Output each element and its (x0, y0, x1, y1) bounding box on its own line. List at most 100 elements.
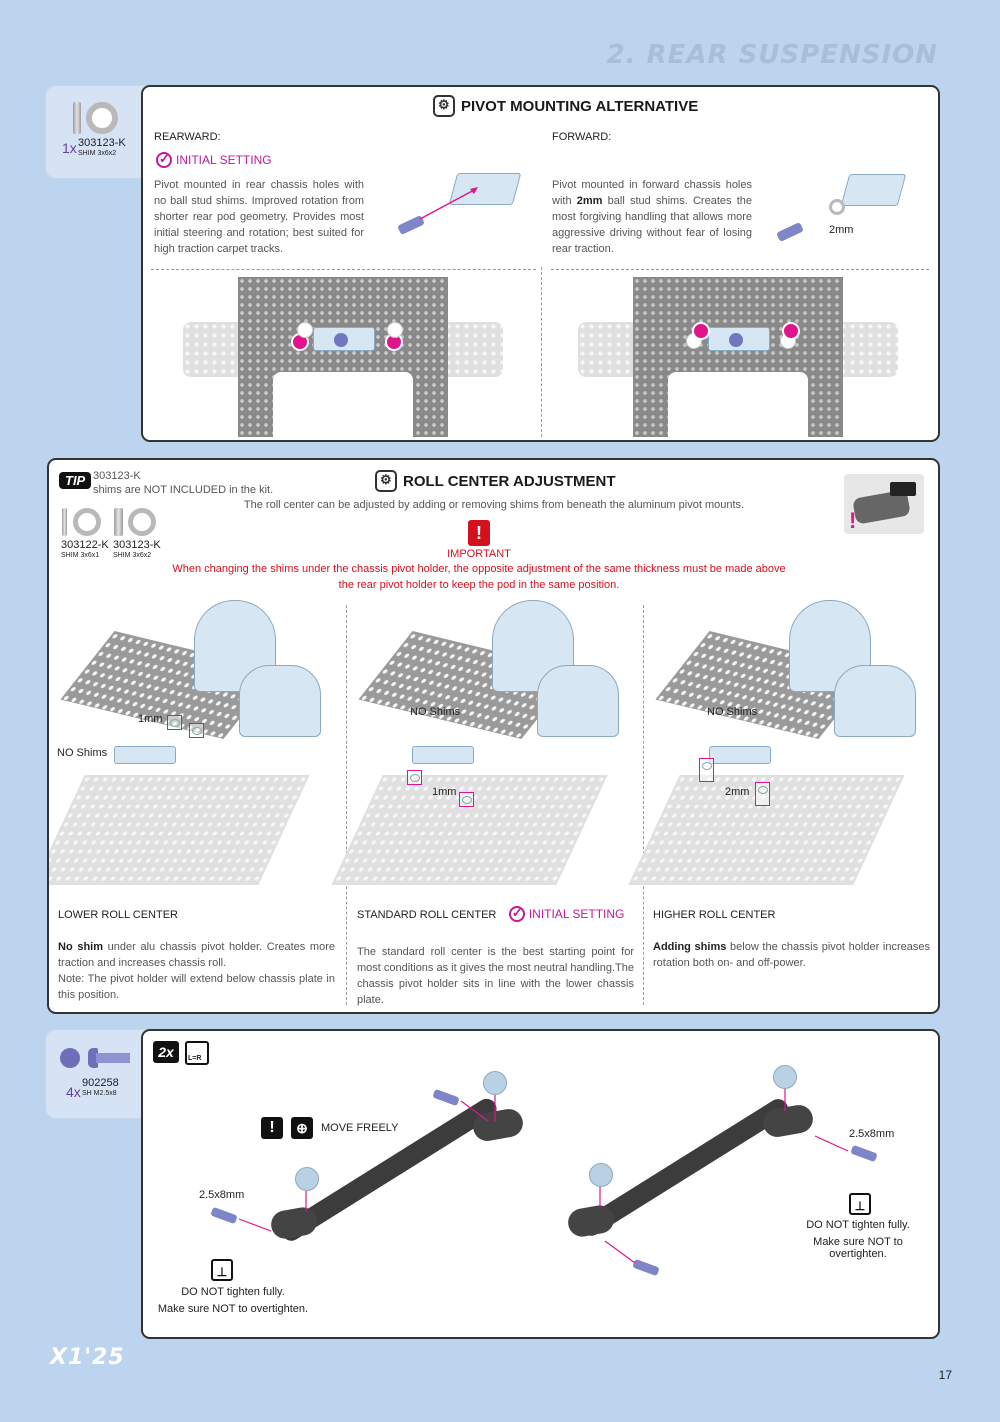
pivot-title: PIVOT MOUNTING ALTERNATIVE (461, 97, 699, 115)
washer-side-icon (114, 508, 123, 536)
lr-label: L=R (188, 1055, 202, 1062)
pivot-holder (709, 746, 771, 764)
hole-marker-active (782, 322, 800, 340)
initial-setting-label: INITIAL SETTING (176, 152, 272, 167)
washer-side-icon (73, 102, 81, 134)
tip-text: shims are NOT INCLUDED in the kit. (93, 484, 274, 496)
tip-code: 303123-K (93, 470, 141, 482)
forward-pivot-drawing: 2mm (773, 169, 923, 249)
chassis-cutout (668, 372, 808, 440)
shim-size-label: 2mm (829, 224, 854, 236)
shim-number: 303123-K (113, 539, 161, 551)
ball-stud-icon: ⊕ (291, 1117, 313, 1139)
important-line-1: When changing the shims under the chassi… (172, 563, 786, 575)
shim-washer (829, 199, 845, 215)
lower-roll-center-title: LOWER ROLL CENTER (58, 909, 179, 921)
standard-roll-center-heading: STANDARD ROLL CENTER INITIAL SETTING (357, 905, 624, 923)
warning-icon: ! (849, 508, 857, 533)
shim-number: 303122-K (61, 539, 109, 551)
quantity-badge: 2x (153, 1041, 179, 1063)
motor-mount (834, 665, 916, 737)
higher-roll-center-text: Adding shims below the chassis pivot hol… (653, 939, 930, 971)
screw-side-icon (88, 1048, 98, 1068)
check-icon (156, 151, 172, 168)
shim-marker (189, 723, 204, 738)
divider (346, 605, 347, 1005)
rod-end-left (565, 1203, 617, 1239)
ball-stud-top (729, 333, 743, 347)
screwdriver-icon: ⊥ (849, 1193, 871, 1215)
standard-roll-center-text: The standard roll center is the best sta… (357, 946, 634, 1006)
important-icon: ! (468, 520, 490, 546)
shim-desc: SHIM 3x6x2 (113, 551, 152, 559)
rearward-label: REARWARD: (154, 131, 221, 143)
chassis-illustration-rear (183, 277, 503, 440)
washer-icon (73, 508, 101, 536)
page-number: 17 (938, 1368, 952, 1382)
warning-left-2: Make sure NOT to overtighten. (157, 1303, 309, 1315)
chassis-cutout (273, 372, 413, 440)
shim-label-mid: 1mm (432, 786, 457, 798)
screw (432, 1088, 460, 1107)
shim-marker (167, 715, 182, 730)
motor-mount (239, 665, 321, 737)
chassis-illustration-forward (578, 277, 898, 440)
part-qty: 4x (66, 1084, 81, 1100)
forward-text-post: ball stud shims. Creates the most forgiv… (552, 195, 752, 255)
tip-badge: TIP (59, 472, 92, 489)
pivot-block (840, 174, 907, 206)
standard-roll-center-illustration: NO Shims 1mm (331, 600, 637, 900)
lower-roll-center-bold: No shim (58, 941, 104, 953)
ball-cup (483, 1071, 507, 1095)
shim-label-top: NO Shims (410, 706, 461, 718)
chassis-plate (238, 277, 448, 437)
pivot-holder (412, 746, 474, 764)
roll-center-panel: TIP 303123-K shims are NOT INCLUDED in t… (47, 458, 940, 1014)
screw-head-icon (60, 1048, 80, 1068)
screw-shank-icon (96, 1053, 130, 1063)
important-line-2: the rear pivot holder to keep the pod in… (338, 579, 620, 591)
hole-marker (387, 322, 403, 338)
hole-marker (297, 322, 313, 338)
forward-text-pre: Pivot mounted in forward chassis holes w… (552, 179, 752, 207)
higher-roll-center-illustration: NO Shims 2mm (628, 600, 934, 900)
screw-size-left: 2.5x8mm (199, 1189, 245, 1201)
shim-marker (755, 782, 770, 806)
divider (551, 269, 929, 270)
ball-stud (776, 221, 804, 243)
shim-marker (699, 758, 714, 782)
divider (541, 267, 542, 437)
higher-roll-center-bold: Adding shims (653, 941, 727, 953)
higher-roll-center-desc: below the chassis pivot holder increases… (653, 941, 930, 969)
shim-marker (459, 792, 474, 807)
lower-roll-center-desc: under alu chassis pivot holder. Creates … (58, 941, 335, 969)
pivot-mounting-panel: PIVOT MOUNTING ALTERNATIVE REARWARD: INI… (141, 85, 940, 442)
ball-cup (773, 1065, 797, 1089)
pivot-holder-drawing (388, 165, 523, 245)
part-desc: SHIM 3x6x2 (78, 149, 117, 157)
shim-code: 303123-K SHIM 3x6x2 (113, 539, 161, 559)
car-wing (890, 482, 916, 496)
washer-icon (128, 508, 156, 536)
part-qty: 1x (62, 140, 77, 156)
initial-setting-label: INITIAL SETTING (528, 906, 625, 921)
shim-code: 303122-K SHIM 3x6x1 (61, 539, 109, 559)
divider (643, 605, 644, 1005)
pivot-holder (114, 746, 176, 764)
screw (850, 1144, 878, 1163)
panel-title: PIVOT MOUNTING ALTERNATIVE (433, 95, 698, 117)
part-desc: SH M2.5x8 (82, 1089, 117, 1097)
roll-center-title: ROLL CENTER ADJUSTMENT (403, 472, 616, 490)
shim-2mm: 303123-K SHIM 3x6x2 (111, 506, 166, 566)
panel-title: ROLL CENTER ADJUSTMENT (375, 470, 616, 492)
screw (210, 1206, 238, 1225)
left-right-icon: L=R (185, 1041, 209, 1065)
part-number: 902258 (82, 1077, 119, 1089)
roll-center-subtitle: The roll center can be adjusted by addin… (243, 499, 745, 511)
initial-setting-badge: INITIAL SETTING (156, 151, 272, 169)
move-freely-label: MOVE FREELY (321, 1122, 399, 1134)
part-number: 303123-K (78, 137, 126, 149)
rod-end-left (268, 1205, 320, 1241)
standard-roll-center-title: STANDARD ROLL CENTER (357, 909, 497, 921)
car-thumbnail: ! (844, 474, 924, 534)
